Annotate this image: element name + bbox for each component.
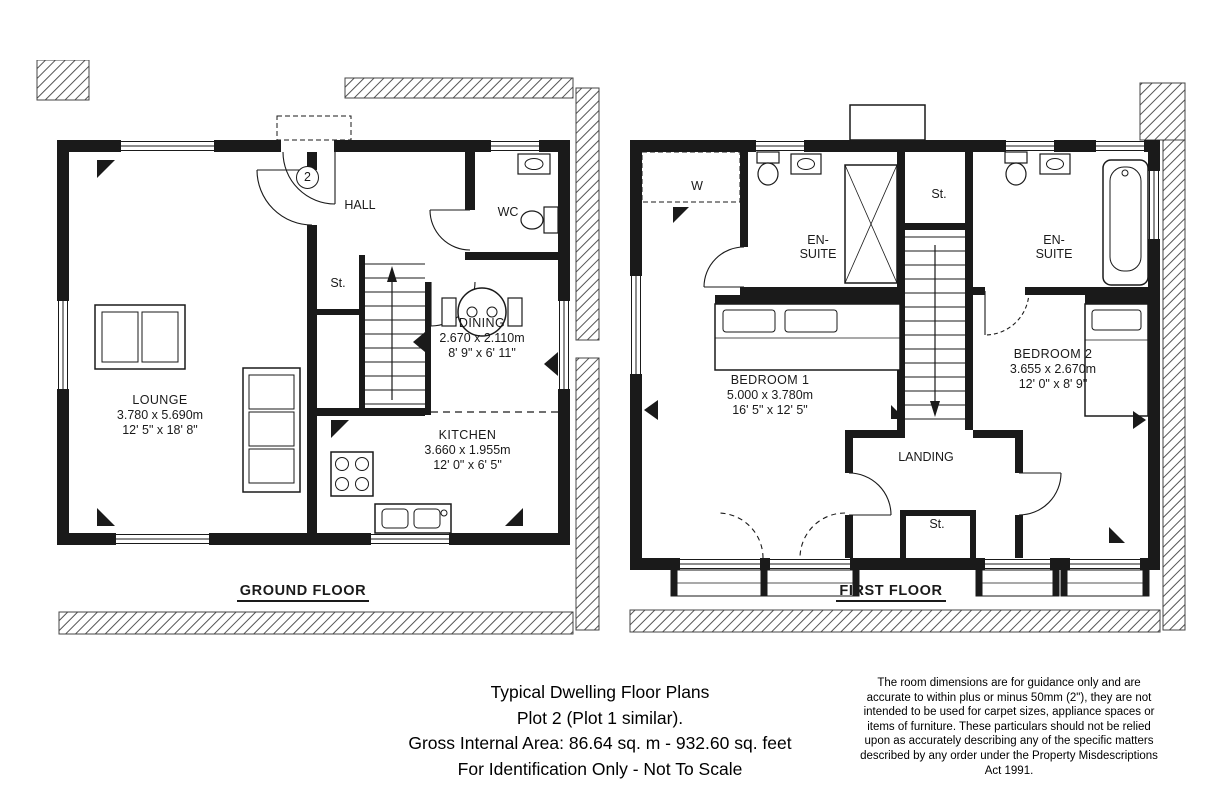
sofa-icon: [94, 304, 186, 370]
bedroom-1-name: BEDROOM 1: [730, 373, 810, 387]
first-floor-title-text: FIRST FLOOR: [836, 583, 946, 602]
direction-markers: [97, 160, 558, 526]
basin-icon: [790, 153, 822, 175]
ground-floor-title: GROUND FLOOR: [208, 583, 398, 602]
store-bottom-label: St.: [929, 517, 945, 531]
interior-walls: [740, 152, 1148, 558]
basin-icon-2: [1039, 153, 1071, 175]
dining-metric: 2.670 x 2.110m: [439, 331, 525, 345]
sofa-icon-2: [242, 367, 301, 493]
bedroom-2-metric: 3.655 x 2.670m: [1009, 362, 1097, 376]
bedroom-2-imperial: 12' 0" x 8' 9": [1018, 377, 1088, 391]
staircase-icon: [905, 236, 965, 420]
chimney: [849, 104, 926, 141]
exterior-walls: [57, 140, 570, 545]
wardrobe-zone: [641, 151, 741, 203]
bedroom-2-label: BEDROOM 2 3.655 x 2.670m 12' 0" x 8' 9": [972, 347, 1134, 392]
first-floor-plan-drawing: [629, 82, 1186, 633]
door-arcs: [256, 151, 476, 327]
ensuite-1-label: EN-SUITE: [799, 233, 837, 261]
bay-windows: [670, 569, 1150, 597]
basin-icon: [517, 153, 551, 175]
kitchen-label: KITCHEN 3.660 x 1.955m 12' 0" x 6' 5": [390, 428, 545, 473]
kitchen-metric: 3.660 x 1.955m: [424, 443, 511, 457]
windows: [57, 140, 570, 545]
title-line-4: For Identification Only - Not To Scale: [457, 758, 743, 779]
title-line-3: Gross Internal Area: 86.64 sq. m - 932.6…: [408, 733, 792, 753]
windows: [630, 140, 1160, 569]
dining-imperial: 8' 9" x 6' 11": [448, 346, 516, 360]
wardrobe-label: W: [691, 179, 703, 193]
disclaimer-text: The room dimensions are for guidance onl…: [860, 677, 1158, 777]
interior-walls: [307, 152, 570, 533]
exterior-walls: [630, 140, 1160, 570]
bedroom-1-label: BEDROOM 1 5.000 x 3.780m 16' 5" x 12' 5": [690, 373, 850, 418]
toilet-icon-2: [1004, 151, 1028, 186]
toilet-icon: [520, 206, 559, 234]
store-label: St.: [330, 276, 346, 290]
bedroom-1-imperial: 16' 5" x 12' 5": [732, 403, 808, 417]
bed-icon-2: [1084, 295, 1149, 417]
lounge-imperial: 12' 5" x 18' 8": [122, 423, 198, 437]
direction-markers: [644, 207, 1146, 543]
hall-label: HALL: [344, 198, 376, 212]
title-line-2: Plot 2 (Plot 1 similar).: [516, 707, 684, 728]
dining-name: DINING: [458, 316, 506, 330]
staircase-icon: [365, 263, 425, 405]
entrance-canopy: [276, 115, 352, 141]
ground-floor-title-text: GROUND FLOOR: [236, 583, 370, 602]
dining-table-icon: [441, 287, 523, 337]
lounge-metric: 3.780 x 5.690m: [116, 408, 204, 422]
store-top-label: St.: [931, 187, 947, 201]
landing-label: LANDING: [898, 450, 954, 464]
dining-label: DINING 2.670 x 2.110m 8' 9" x 6' 11": [417, 316, 547, 361]
lounge-name: LOUNGE: [132, 393, 188, 407]
first-floor-title: FIRST FLOOR: [796, 583, 986, 602]
kitchen-imperial: 12' 0" x 6' 5": [433, 458, 502, 472]
bed-icon: [714, 295, 901, 371]
title-line-1: Typical Dwelling Floor Plans: [490, 682, 710, 702]
ground-floor-plan-drawing: [36, 60, 600, 635]
bath-icon: [1102, 159, 1149, 286]
ensuite-2-label: EN-SUITE: [1035, 233, 1073, 261]
shower-icon: [844, 164, 898, 284]
title-block: Typical Dwelling Floor Plans Plot 2 (Plo…: [286, 680, 914, 782]
bedroom-1-metric: 5.000 x 3.780m: [726, 388, 814, 402]
lounge-label: LOUNGE 3.780 x 5.690m 12' 5" x 18' 8": [85, 393, 235, 438]
bedroom-2-name: BEDROOM 2: [1013, 347, 1093, 361]
toilet-icon: [756, 151, 780, 186]
reference-marker: 2: [296, 166, 319, 189]
door-arcs: [703, 246, 1062, 559]
exterior-hatching: [629, 82, 1186, 633]
exterior-hatching: [36, 60, 600, 635]
kitchen-name: KITCHEN: [438, 428, 497, 442]
sink-icon: [374, 503, 452, 534]
cooker-icon: [330, 451, 374, 497]
wc-label: WC: [497, 205, 519, 219]
